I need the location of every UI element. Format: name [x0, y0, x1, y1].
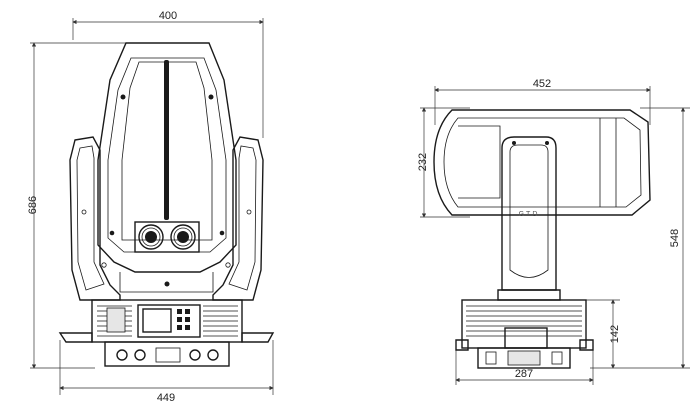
front-head [97, 42, 237, 293]
dim-label-548: 548 [669, 229, 681, 247]
dim-label-232: 232 [417, 153, 429, 171]
dim-side-head-height: 232 [417, 107, 470, 218]
dim-side-base-width: 287 [455, 345, 594, 385]
side-view: 452 232 548 142 287 [417, 78, 690, 385]
dim-front-height: 686 [27, 42, 126, 369]
dim-label-400: 400 [159, 10, 177, 22]
front-view: 400 686 449 [27, 10, 275, 404]
side-yoke: GTD [497, 136, 561, 301]
dim-label-287: 287 [515, 368, 533, 380]
dim-side-top-width: 452 [434, 78, 651, 125]
base-vent-right [203, 305, 238, 337]
dim-label-452: 452 [533, 78, 551, 90]
dim-side-total-height: 548 [590, 107, 690, 369]
dim-label-449: 449 [157, 392, 175, 404]
brand-mark: GTD [519, 211, 540, 218]
side-base [455, 299, 594, 369]
front-yoke [69, 136, 264, 301]
dim-side-base-height: 142 [570, 299, 621, 369]
dim-label-142: 142 [609, 325, 621, 343]
dim-front-top-width: 400 [72, 10, 264, 138]
dim-front-base-width: 449 [59, 340, 274, 404]
front-base [58, 299, 275, 367]
dim-label-686: 686 [27, 196, 39, 214]
side-head [433, 109, 651, 216]
display-panel [137, 304, 201, 338]
